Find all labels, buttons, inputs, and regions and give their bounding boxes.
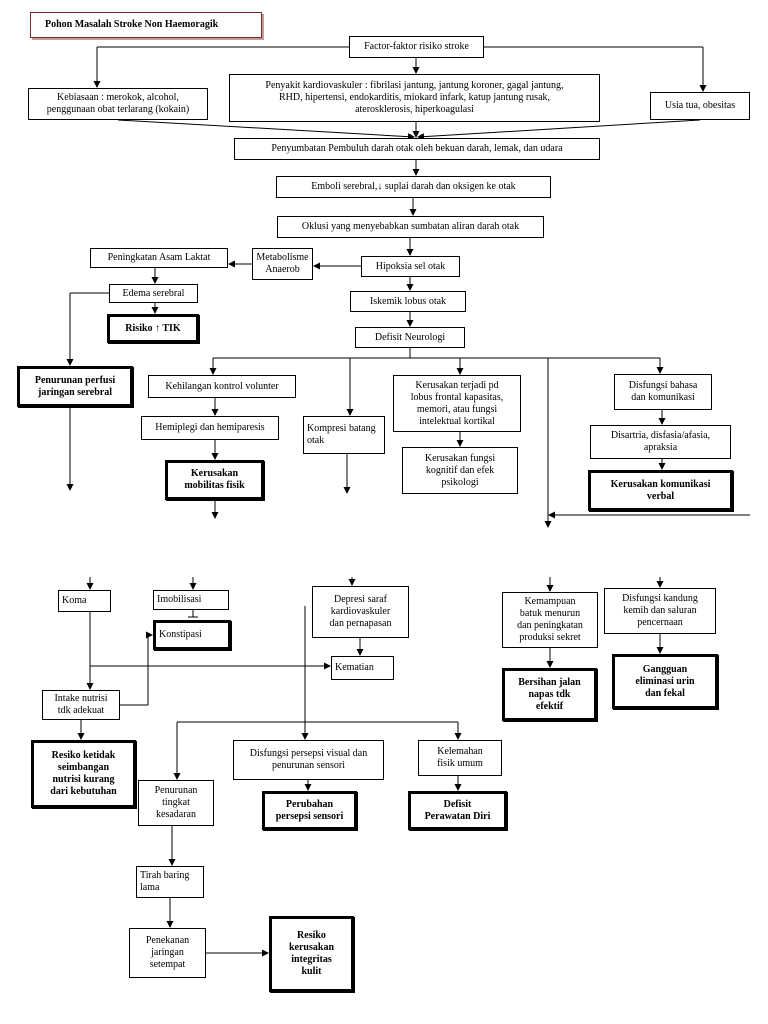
diagnosis-constipation: Konstipasi bbox=[153, 620, 231, 650]
node-language-dysfunction: Disfungsi bahasa dan komunikasi bbox=[614, 374, 712, 410]
node-age-obesity: Usia tua, obesitas bbox=[650, 92, 750, 120]
diagnosis-nutrition-risk: Resiko ketidak seimbangan nutrisi kurang… bbox=[31, 740, 136, 808]
node-cerebral-embolism: Emboli serebral,↓ suplai darah dan oksig… bbox=[276, 176, 551, 198]
node-ischemia: Iskemik lobus otak bbox=[350, 291, 466, 312]
node-visual-perception-dysfunction: Disfungsi persepsi visual dan penurunan … bbox=[233, 740, 384, 780]
node-cerebral-edema: Edema serebral bbox=[109, 284, 198, 303]
node-cough-reduced: Kemampuan batuk menurun dan peningkatan … bbox=[502, 592, 598, 648]
node-frontal-lobe-damage: Kerusakan terjadi pd lobus frontal kapas… bbox=[393, 375, 521, 432]
diagnosis-impaired-mobility: Kerusakan mobilitas fisik bbox=[165, 460, 264, 500]
node-habits: Kebiasaan : merokok, alcohol, penggunaan… bbox=[28, 88, 208, 120]
node-lactic-acid: Peningkatan Asam Laktat bbox=[90, 248, 228, 268]
diagnosis-impaired-verbal-communication: Kerusakan komunikasi verbal bbox=[588, 470, 733, 511]
node-death: Kematian bbox=[331, 656, 394, 680]
node-occlusion: Oklusi yang menyebabkan sumbatan aliran … bbox=[277, 216, 544, 238]
node-decreased-consciousness: Penurunan tingkat kesadaran bbox=[138, 780, 214, 826]
connector-arrow bbox=[117, 119, 415, 141]
node-tissue-pressure: Penekanan jaringan setempat bbox=[129, 928, 206, 978]
node-loss-voluntary-control: Kehilangan kontrol volunter bbox=[148, 375, 296, 398]
connector-arrow bbox=[417, 119, 701, 141]
node-cardiorespiratory-depression: Depresi saraf kardiovaskuler dan pernapa… bbox=[312, 586, 409, 638]
node-prolonged-bed-rest: Tirah baring lama bbox=[136, 866, 204, 898]
node-brainstem-compression: Kompresi batang otak bbox=[303, 416, 385, 454]
node-coma: Koma bbox=[58, 590, 111, 612]
diagnosis-tik-risk: Risiko ↑ TIK bbox=[107, 314, 199, 343]
node-risk-factors: Factor-faktor risiko stroke bbox=[349, 36, 484, 58]
node-bladder-bowel-dysfunction: Disfungsi kandung kemih dan saluran penc… bbox=[604, 588, 716, 634]
diagnosis-skin-integrity-risk: Resiko kerusakan integritas kulit bbox=[269, 916, 354, 992]
diagnosis-elimination-disorder: Gangguan eliminasi urin dan fekal bbox=[612, 654, 718, 709]
node-brain-hypoxia: Hipoksia sel otak bbox=[361, 256, 460, 277]
node-dysarthria: Disartria, disfasia/afasia, apraksia bbox=[590, 425, 731, 459]
diagnosis-ineffective-airway: Bersihan jalan napas tdk efektif bbox=[502, 668, 597, 721]
diagnosis-sensory-perception-change: Perubahan persepsi sensori bbox=[262, 791, 357, 830]
node-immobilization: Imobilisasi bbox=[153, 590, 229, 610]
diagnosis-cerebral-perfusion: Penurunan perfusi jaringan serebral bbox=[17, 366, 133, 407]
node-hemiplegia: Hemiplegi dan hemiparesis bbox=[141, 416, 279, 440]
node-neurologic-deficit: Defisit Neurologi bbox=[355, 327, 465, 348]
node-general-weakness: Kelemahan fisik umum bbox=[418, 740, 502, 776]
diagram-title: Pohon Masalah Stroke Non Haemoragik bbox=[30, 12, 262, 38]
node-vessel-blockage: Penyumbatan Pembuluh darah otak oleh bek… bbox=[234, 138, 600, 160]
diagnosis-self-care-deficit: Defisit Perawatan Diri bbox=[408, 791, 507, 830]
node-anaerobic-metabolism: Metabolisme Anaerob bbox=[252, 248, 313, 280]
node-cardiovascular-disease: Penyakit kardiovaskuler : fibrilasi jant… bbox=[229, 74, 600, 122]
node-cognitive-damage: Kerusakan fungsi kognitif dan efek psiko… bbox=[402, 447, 518, 494]
node-inadequate-intake: Intake nutrisi tdk adekuat bbox=[42, 690, 120, 720]
